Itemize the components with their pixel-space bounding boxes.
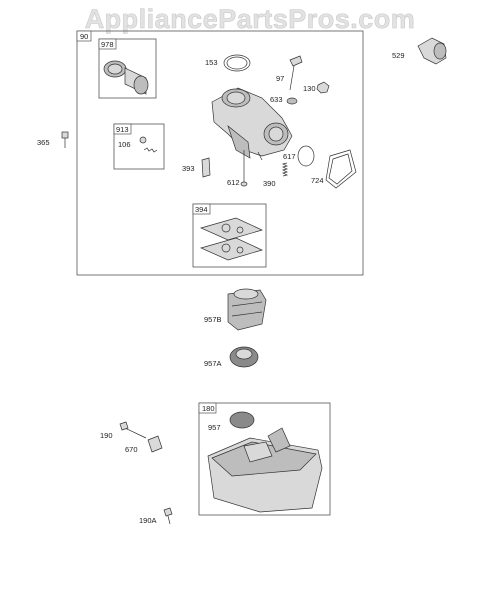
label-957A: 957A	[204, 359, 222, 368]
label-97: 97	[276, 74, 284, 83]
assembly-box-90	[76, 30, 364, 276]
screw-190A[interactable]	[163, 507, 173, 525]
seal-633[interactable]	[286, 97, 298, 105]
label-957B: 957B	[204, 315, 222, 324]
box-label-90: 90	[80, 32, 88, 41]
gasket-box-394	[192, 203, 267, 268]
elbow-529[interactable]	[417, 37, 447, 65]
intake-tube-part[interactable]	[103, 60, 149, 95]
label-724: 724	[311, 176, 324, 185]
fuel-cap-957A[interactable]	[229, 346, 259, 368]
box-label-978: 978	[101, 40, 114, 49]
gasket-set-part[interactable]	[199, 217, 263, 261]
label-365: 365	[37, 138, 50, 147]
carburetor-body[interactable]	[211, 87, 293, 168]
screw-365[interactable]	[61, 131, 69, 148]
label-390: 390	[263, 179, 276, 188]
watermark-text: AppliancePartsPros.com	[84, 4, 416, 35]
label-130: 130	[303, 84, 316, 93]
label-190A: 190A	[139, 516, 157, 525]
box-label-394: 394	[195, 205, 208, 214]
label-529: 529	[392, 51, 405, 60]
spring-390[interactable]	[281, 162, 289, 177]
gasket-ring-153[interactable]	[223, 54, 251, 72]
clip-393[interactable]	[201, 157, 211, 178]
fuel-tank-box-180	[198, 402, 331, 516]
label-670: 670	[125, 445, 138, 454]
bushing-670[interactable]	[147, 435, 163, 453]
throttle-shaft-97[interactable]	[289, 55, 303, 91]
kit-box-978	[98, 38, 157, 99]
label-957: 957	[208, 423, 221, 432]
label-190: 190	[100, 431, 113, 440]
label-106: 106	[118, 140, 131, 149]
fuel-cap-957B[interactable]	[227, 288, 267, 331]
needle-spring-part[interactable]	[139, 136, 158, 153]
box-label-180: 180	[202, 404, 215, 413]
washer-130[interactable]	[316, 81, 330, 94]
bolt-190[interactable]	[119, 421, 147, 439]
label-153: 153	[205, 58, 218, 67]
kit-box-913	[113, 123, 165, 170]
gasket-724[interactable]	[325, 149, 357, 189]
label-617: 617	[283, 152, 296, 161]
oring-617[interactable]	[297, 145, 315, 167]
label-633: 633	[270, 95, 283, 104]
box-label-913: 913	[116, 125, 129, 134]
label-393: 393	[182, 164, 195, 173]
fuel-tank-part[interactable]	[207, 411, 323, 513]
pin-612[interactable]	[240, 168, 248, 187]
label-612: 612	[227, 178, 240, 187]
